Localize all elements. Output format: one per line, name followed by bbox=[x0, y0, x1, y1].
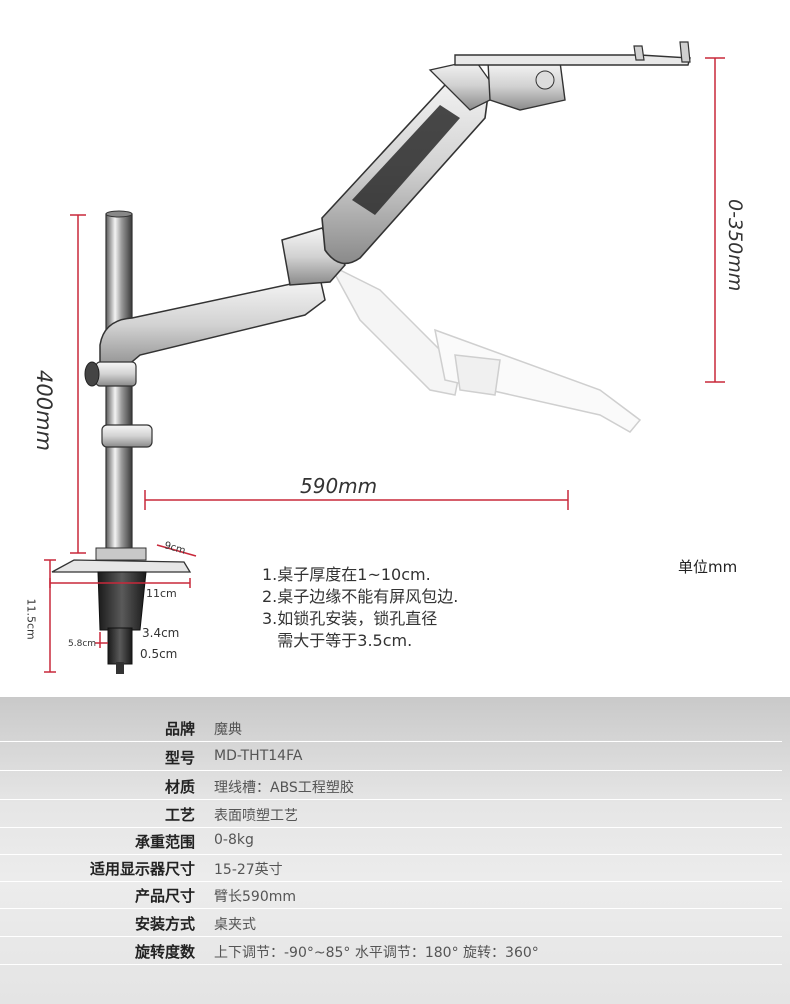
spec-row: 旋转度数 上下调节：-90°~85° 水平调节：180° 旋转：360° bbox=[0, 937, 790, 965]
clamp-plate bbox=[51, 559, 192, 573]
spec-key: 型号 bbox=[164, 749, 195, 767]
note-line: 2.桌子边缘不能有屏风包边. bbox=[262, 587, 459, 606]
lower-arm bbox=[99, 277, 326, 373]
spec-key: 工艺 bbox=[164, 806, 195, 824]
row-divider bbox=[0, 854, 782, 855]
spec-value: 魔典 bbox=[214, 722, 242, 738]
clamp-body bbox=[97, 571, 147, 631]
height-range-label: 0-350mm bbox=[724, 199, 746, 292]
row-divider bbox=[0, 827, 782, 828]
row-divider bbox=[0, 881, 782, 882]
pole-height-label: 400mm bbox=[32, 370, 56, 451]
spec-row: 型号 MD-THT14FA bbox=[0, 743, 790, 771]
spec-key: 材质 bbox=[164, 778, 195, 796]
ghost-arm-position bbox=[328, 263, 642, 433]
knob-icon bbox=[84, 361, 100, 387]
row-divider bbox=[0, 964, 782, 965]
spec-key: 产品尺寸 bbox=[134, 887, 195, 905]
note-line: 3.如锁孔安装，锁孔直径 bbox=[262, 609, 438, 628]
spec-key: 旋转度数 bbox=[134, 943, 195, 961]
spec-row: 安装方式 桌夹式 bbox=[0, 909, 790, 937]
spec-value: 理线槽：ABS工程塑胶 bbox=[214, 780, 354, 796]
spec-value: 上下调节：-90°~85° 水平调节：180° 旋转：360° bbox=[214, 945, 539, 961]
spec-key: 品牌 bbox=[164, 720, 195, 738]
row-divider bbox=[0, 908, 782, 909]
arm-length-label: 590mm bbox=[300, 474, 378, 498]
row-divider bbox=[0, 936, 782, 937]
spec-row: 适用显示器尺寸 15-27英寸 bbox=[0, 854, 790, 882]
spec-value: 15-27英寸 bbox=[214, 862, 283, 878]
unit-label: 单位mm bbox=[678, 558, 738, 576]
hole-offset-label: 5.8cm bbox=[68, 639, 97, 649]
spec-value: MD-THT14FA bbox=[214, 748, 303, 764]
clamp-height-label: 11.5cm bbox=[24, 598, 38, 640]
hole-diameter-b-label: 0.5cm bbox=[140, 647, 178, 661]
note-line: 需大于等于3.5cm. bbox=[262, 631, 413, 650]
row-divider bbox=[0, 799, 782, 800]
row-divider bbox=[0, 741, 782, 742]
spec-key: 适用显示器尺寸 bbox=[89, 860, 195, 878]
monitor-arm-illustration bbox=[44, 41, 725, 674]
laptop-tray bbox=[454, 54, 691, 66]
product-diagram: 0-350mm 400mm 590mm 9cm 11cm 11.5cm 3.4c… bbox=[24, 41, 746, 674]
hole-diameter-a-label: 3.4cm bbox=[142, 626, 180, 640]
spec-value: 臂长590mm bbox=[214, 889, 296, 905]
tilt-head bbox=[487, 61, 566, 111]
spec-row: 承重范围 0-8kg bbox=[0, 827, 790, 855]
spec-table: 品牌 魔典 型号 MD-THT14FA 材质 理线槽：ABS工程塑胶 工艺 表面… bbox=[0, 697, 790, 1004]
spec-row: 工艺 表面喷塑工艺 bbox=[0, 800, 790, 828]
pole-collar bbox=[101, 424, 153, 448]
spec-key: 承重范围 bbox=[134, 833, 195, 851]
note-line: 1.桌子厚度在1~10cm. bbox=[262, 565, 431, 584]
clamp-width-label: 11cm bbox=[146, 587, 177, 600]
spec-value: 0-8kg bbox=[214, 832, 254, 848]
spec-value: 表面喷塑工艺 bbox=[214, 808, 298, 824]
installation-notes: 1.桌子厚度在1~10cm. 2.桌子边缘不能有屏风包边. 3.如锁孔安装，锁孔… bbox=[262, 564, 458, 652]
dimension-lines bbox=[44, 57, 725, 673]
spec-value: 桌夹式 bbox=[214, 917, 256, 933]
spec-key: 安装方式 bbox=[134, 915, 195, 933]
row-divider bbox=[0, 770, 782, 771]
spec-row: 品牌 魔典 bbox=[0, 714, 790, 742]
spec-row: 材质 理线槽：ABS工程塑胶 bbox=[0, 772, 790, 800]
spec-row: 产品尺寸 臂长590mm bbox=[0, 881, 790, 909]
